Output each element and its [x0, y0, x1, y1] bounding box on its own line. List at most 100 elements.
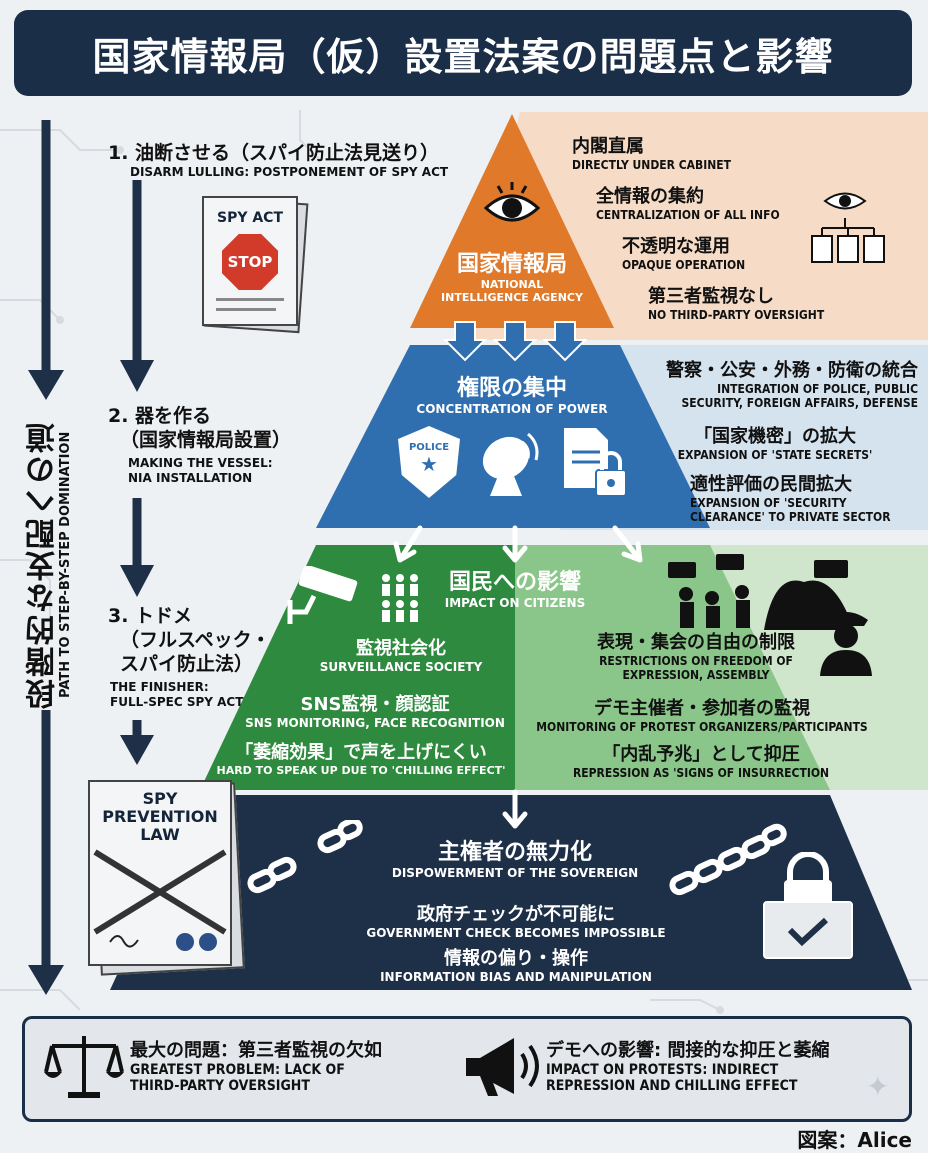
path-label-en: PATH TO STEP-BY-STEP DOMINATION [58, 431, 73, 699]
citizens-en: IMPACT ON CITIZENS [444, 596, 586, 610]
power-label: 権限の集中 CONCENTRATION OF POWER [412, 370, 612, 416]
feature-jp: 適性評価の民間拡大 [690, 474, 852, 495]
police-badge-label: POLICE [408, 442, 450, 453]
path-label: 段階的な支配への道 PATH TO STEP-BY-STEP DOMINATIO… [22, 405, 82, 725]
step-2: 2. 器を作る （国家情報局設置） MAKING THE VESSEL: NIA… [108, 404, 328, 486]
sovereign-en: DISPOWERMENT OF THE SOVEREIGN [391, 866, 639, 880]
feature-jp: 「国家機密」の拡大 [694, 426, 856, 447]
summary-en-2: REPRESSION AND CHILLING EFFECT [546, 1078, 798, 1094]
agency-name-en-2: INTELLIGENCE AGENCY [441, 291, 583, 304]
title-bar: 国家情報局（仮）設置法案の問題点と影響 [14, 10, 912, 96]
item-jp: デモ主催者・参加者の監視 [594, 698, 810, 719]
sovereign-item-2: 情報の偏り・操作 INFORMATION BIAS AND MANIPULATI… [336, 944, 696, 984]
signature-icon [109, 935, 139, 948]
sovereign-label: 主権者の無力化 DISPOWERMENT OF THE SOVEREIGN [360, 834, 670, 880]
step-1: 1. 油断させる（スパイ防止法見送り） DISARM LULLING: POST… [108, 141, 468, 180]
locked-document-icon [564, 428, 627, 497]
feature-jp: 内閣直属 [572, 136, 644, 157]
feature-jp: 第三者監視なし [648, 286, 774, 307]
step-3-title-sub: （フルスペック・ [120, 629, 271, 651]
citizens-left-3: 「萎縮効果」で声を上げにくい HARD TO SPEAK UP DUE TO '… [196, 738, 526, 777]
pyramid-tier-citizens-right [515, 545, 830, 790]
step-2-title: 2. 器を作る [108, 405, 212, 427]
arrow-down-right [612, 525, 643, 563]
spy-act-document-icon: SPY ACT STOP [200, 196, 309, 334]
spy-act-label: SPY ACT [216, 210, 283, 226]
feature-en: INTEGRATION OF POLICE, PUBLIC [717, 382, 918, 396]
feature-jp: 全情報の集約 [596, 186, 704, 207]
summary-en: GREATEST PROBLEM: LACK OF [130, 1062, 345, 1078]
item-jp: 表現・集会の自由の制限 [597, 632, 795, 653]
server-network-icon [811, 192, 885, 263]
item-jp: 「萎縮効果」で声を上げにくい [235, 742, 487, 763]
step-2-subtitle-2: NIA INSTALLATION [128, 471, 253, 485]
step-3: 3. トドメ （フルスペック・ スパイ防止法） THE FINISHER: FU… [108, 604, 308, 710]
step-1-title: 1. 油断させる（スパイ防止法見送り） [108, 142, 440, 164]
path-arrow [28, 120, 64, 995]
satellite-dish-icon [482, 432, 539, 496]
summary-jp: 最大の問題：第三者監視の欠如 [130, 1040, 382, 1061]
item-jp: 政府チェックが不可能に [417, 904, 615, 925]
step-3-title-sub2: スパイ防止法） [120, 653, 254, 675]
item-en: GOVERNMENT CHECK BECOMES IMPOSSIBLE [366, 926, 666, 940]
spy-prevention-law-document-icon: SPY PREVENTION LAW [88, 780, 245, 976]
eye-icon [484, 182, 540, 222]
item-en: SURVEILLANCE SOCIETY [319, 660, 483, 674]
item-jp: 監視社会化 [356, 638, 446, 659]
power-jp: 権限の集中 [456, 376, 567, 401]
summary-greatest-problem: 最大の問題：第三者監視の欠如 GREATEST PROBLEM: LACK OF… [130, 1036, 450, 1094]
feature-en: OPAQUE OPERATION [622, 258, 746, 272]
citizens-jp: 国民への影響 [448, 570, 581, 595]
citizens-right-2: デモ主催者・参加者の監視 MONITORING OF PROTEST ORGAN… [522, 694, 882, 734]
power-feature-1: 警察・公安・外務・防衛の統合 INTEGRATION OF POLICE, PU… [648, 356, 918, 410]
agency-feature-1: 内閣直属 DIRECTLY UNDER CABINET [572, 132, 802, 172]
feature-en: EXPANSION OF 'SECURITY [690, 496, 847, 510]
pyramid-tier-sovereign [110, 795, 912, 990]
arrow-down [492, 321, 538, 362]
feature-en: NO THIRD-PARTY OVERSIGHT [648, 308, 825, 322]
agency-name-jp: 国家情報局 [456, 252, 567, 277]
law-label-2: PREVENTION [102, 807, 218, 826]
citizens-label: 国民への影響 IMPACT ON CITIZENS [420, 564, 610, 610]
citizens-left-2: SNS監視・顔認証 SNS MONITORING, FACE RECOGNITI… [230, 690, 520, 730]
item-en: MONITORING OF PROTEST ORGANIZERS/PARTICI… [536, 720, 868, 734]
summary-jp: デモへの影響: 間接的な抑圧と萎縮 [546, 1040, 830, 1061]
feature-jp: 警察・公安・外務・防衛の統合 [666, 360, 918, 381]
page-title: 国家情報局（仮）設置法案の問題点と影響 [92, 34, 834, 79]
agency-label: 国家情報局 NATIONAL INTELLIGENCE AGENCY [432, 246, 592, 304]
security-camera-icon [287, 566, 358, 624]
item-en: REPRESSION AS 'SIGNS OF INSURRECTION [572, 766, 830, 780]
citizens-left-1: 監視社会化 SURVEILLANCE SOCIETY [286, 634, 516, 674]
police-officer-icon [820, 612, 872, 676]
megaphone-icon [466, 1038, 539, 1096]
feature-en: EXPANSION OF 'STATE SECRETS' [677, 448, 873, 462]
step-3-subtitle-2: FULL-SPEC SPY ACT [110, 695, 244, 709]
law-label-3: LAW [140, 825, 180, 844]
item-en: SNS MONITORING, FACE RECOGNITION [245, 716, 505, 730]
power-en: CONCENTRATION OF POWER [416, 402, 608, 416]
feature-jp: 不透明な運用 [622, 236, 730, 257]
seal-icon [176, 933, 194, 951]
arrow-down [542, 321, 588, 362]
agency-feature-3: 不透明な運用 OPAQUE OPERATION [622, 232, 822, 272]
item-jp: 情報の偏り・操作 [444, 948, 588, 969]
feature-en: DIRECTLY UNDER CABINET [572, 158, 732, 172]
power-feature-3: 適性評価の民間拡大 EXPANSION OF 'SECURITY CLEARAN… [690, 470, 918, 524]
crowd-icon [382, 574, 418, 622]
credit: 図案：Alice [797, 1128, 912, 1152]
broken-chain-icon [247, 820, 363, 894]
feature-en-2: SECURITY, FOREIGN AFFAIRS, DEFENSE [681, 396, 918, 410]
power-feature-2: 「国家機密」の拡大 EXPANSION OF 'STATE SECRETS' [660, 422, 890, 462]
item-en: INFORMATION BIAS AND MANIPULATION [380, 970, 652, 984]
seal-icon [199, 933, 217, 951]
step-2-subtitle: MAKING THE VESSEL: [128, 456, 273, 470]
arrow-down [442, 321, 488, 362]
summary-protest-impact: デモへの影響: 間接的な抑圧と萎縮 IMPACT ON PROTESTS: IN… [546, 1036, 896, 1094]
feature-en-2: CLEARANCE' TO PRIVATE SECTOR [690, 510, 891, 524]
arrow-down [502, 789, 528, 829]
item-en: HARD TO SPEAK UP DUE TO 'CHILLING EFFECT… [216, 764, 506, 777]
step-2-title-sub: （国家情報局設置） [120, 429, 292, 451]
item-jp: SNS監視・顔認証 [300, 694, 450, 715]
item-en-2: EXPRESSION, ASSEMBLY [622, 668, 770, 682]
arrow-down-left [393, 525, 423, 563]
